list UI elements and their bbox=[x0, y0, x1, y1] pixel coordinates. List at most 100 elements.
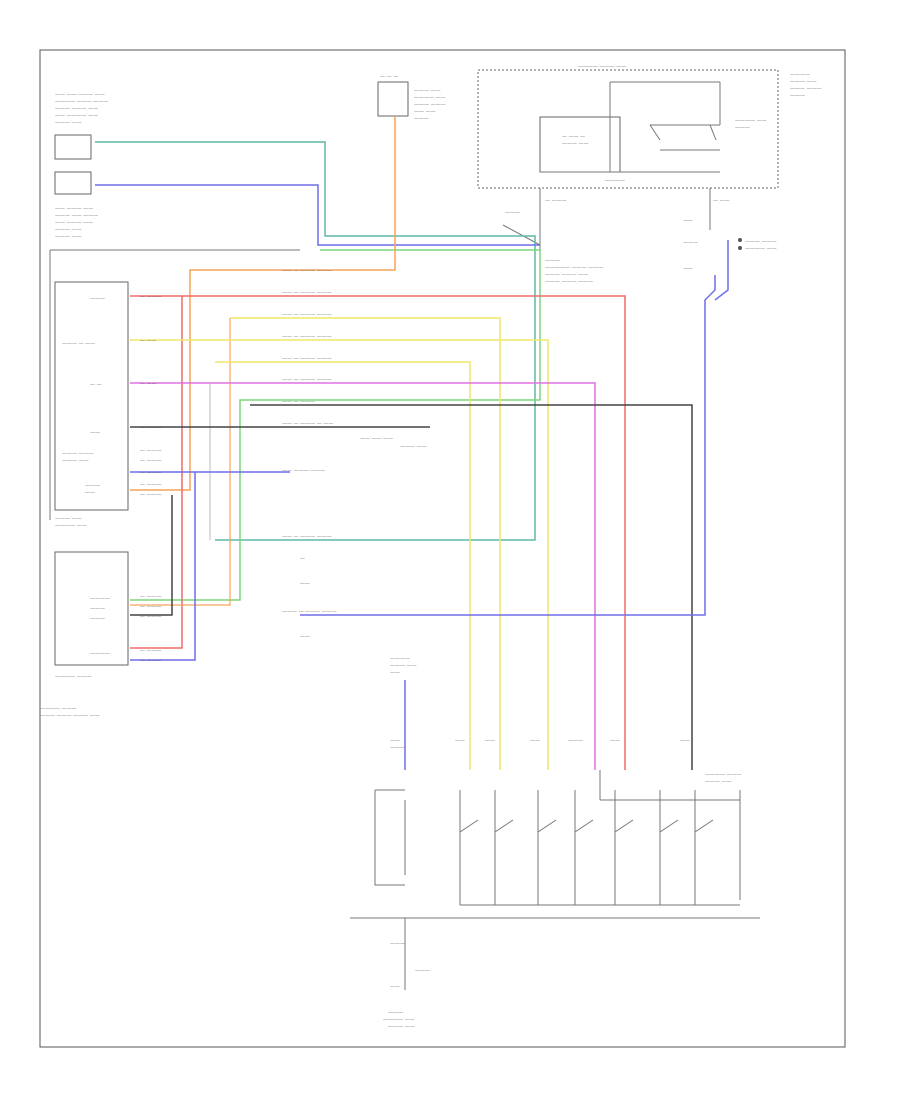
wire-blue-short bbox=[714, 240, 729, 301]
svg-text:— ——: — —— bbox=[713, 198, 730, 204]
power-seat-control-module: ——— ——— — —— — — —— ——— ——— ——— —— ——— —… bbox=[54, 281, 129, 529]
svg-text:—— — ——— ———: —— — ——— ——— bbox=[282, 312, 332, 318]
svg-text:——: —— bbox=[390, 670, 400, 676]
svg-text:—— — ——— ———: —— — ——— ——— bbox=[282, 334, 332, 340]
right-connector-top: — —— —— ——— ——— ——— ———— —— —— bbox=[683, 188, 777, 272]
svg-text:——: —— bbox=[485, 738, 495, 744]
svg-text:— ———: — ——— bbox=[140, 492, 162, 498]
svg-text:—— ——— ——: —— ——— —— bbox=[55, 220, 93, 226]
svg-text:——: —— bbox=[455, 738, 465, 744]
wire-yellow-3 bbox=[215, 361, 471, 770]
smart-junction-box: ———— ——— —— — —— — ——— —— ———— —— ——— ——… bbox=[477, 64, 822, 189]
svg-text:————: ———— bbox=[90, 651, 110, 657]
svg-text:——— ——: ——— —— bbox=[705, 779, 732, 785]
power-seat-switch: —— ——— —— —— —— ——— —— —— ———— ——— ——— —… bbox=[374, 738, 742, 906]
svg-text:——— ——— ——— ——: ——— ——— ——— —— bbox=[40, 713, 100, 719]
svg-text:————: ———— bbox=[390, 656, 410, 662]
svg-text:——— ——: ——— —— bbox=[55, 120, 82, 126]
wire-orange-2 bbox=[130, 318, 231, 606]
svg-text:—— — ——— ———: —— — ——— ——— bbox=[282, 377, 332, 383]
svg-text:— — —: — — — bbox=[380, 74, 398, 80]
svg-text:——— ——: ——— —— bbox=[400, 444, 427, 450]
svg-text:———: ——— bbox=[545, 258, 560, 264]
svg-text:———— ———: ———— ——— bbox=[40, 706, 77, 712]
wire-yellow-2 bbox=[130, 339, 549, 770]
svg-text:——: —— bbox=[680, 738, 690, 744]
svg-text:———— ———: ———— ——— bbox=[705, 772, 742, 778]
svg-text:——— ——— ——: ——— ——— —— bbox=[55, 106, 98, 112]
wire-black bbox=[250, 404, 693, 770]
wire-blue-lower-2 bbox=[130, 472, 196, 661]
wire-blue-right bbox=[300, 275, 716, 616]
svg-text:—— — ——— ———: —— — ——— ——— bbox=[282, 534, 332, 540]
svg-text:———— ——: ———— —— bbox=[414, 95, 446, 101]
svg-text:—— — ——— ———: —— — ——— ——— bbox=[282, 290, 332, 296]
ground-bottom: ——— ——— —— ——— ———— —— ——— —— bbox=[350, 917, 760, 1030]
svg-text:—— —— ——— ——: —— —— ——— —— bbox=[55, 92, 105, 98]
svg-text:———: ——— bbox=[505, 210, 520, 216]
svg-text:— —— —: — —— — bbox=[562, 134, 585, 140]
wire-orange bbox=[130, 116, 396, 491]
svg-text:———: ——— bbox=[568, 738, 583, 744]
svg-text:————— ——— ———: ————— ——— ——— bbox=[545, 265, 603, 271]
svg-text:—— — ——— ———: —— — ——— ——— bbox=[282, 268, 332, 274]
svg-text:———: ——— bbox=[415, 968, 430, 974]
svg-text:— ———: — ——— bbox=[140, 594, 162, 600]
seat-module: ———— ——— ——— ———— ———— ——— ———— ——— ——— … bbox=[40, 551, 129, 719]
svg-text:——— ———: ——— ——— bbox=[62, 451, 94, 457]
svg-text:———: ——— bbox=[683, 240, 698, 246]
svg-text:— ———: — ——— bbox=[140, 448, 162, 454]
svg-text:———: ——— bbox=[790, 93, 805, 99]
top-left-module-1: —— —— ——— —— ———— ——— ——— ——— ——— —— —— … bbox=[54, 92, 108, 160]
svg-text:———: ——— bbox=[735, 125, 750, 131]
svg-text:——— ——: ——— —— bbox=[390, 663, 417, 669]
svg-text:———: ——— bbox=[390, 941, 405, 947]
svg-text:——: —— bbox=[300, 634, 310, 640]
svg-text:——— ——: ——— —— bbox=[55, 227, 82, 233]
svg-text:———— ——: ———— —— bbox=[735, 118, 767, 124]
svg-text:—— —— ——: —— —— —— bbox=[360, 436, 393, 442]
svg-text:——— ——: ——— —— bbox=[790, 79, 817, 85]
svg-text:——— ——: ——— —— bbox=[388, 1024, 415, 1030]
svg-text:——: —— bbox=[90, 430, 100, 436]
wire-green bbox=[130, 249, 541, 601]
svg-text:——— ——: ——— —— bbox=[55, 234, 82, 240]
svg-text:————: ———— bbox=[605, 178, 625, 184]
wire-blue-top bbox=[95, 184, 540, 246]
wire-red bbox=[130, 295, 626, 770]
wire-red-2 bbox=[130, 296, 183, 649]
svg-text:— ———: — ——— bbox=[140, 614, 162, 620]
svg-text:———— ——: ———— —— bbox=[383, 1017, 415, 1023]
ground-symbol-mid: ———— ——— —— —— bbox=[390, 656, 417, 676]
svg-text:— ———: — ——— bbox=[140, 425, 162, 431]
mid-junction: — ——— ——— ——— ————— ——— ——— ——— ——— —— —… bbox=[502, 188, 603, 285]
svg-text:—— — ———: —— — ——— bbox=[282, 399, 315, 405]
svg-text:— —: — — bbox=[90, 382, 102, 388]
svg-text:——— ——— ———: ——— ——— ——— bbox=[545, 279, 593, 285]
svg-text:—— ——— ——: —— ——— —— bbox=[55, 206, 93, 212]
svg-text:——— ———: ——— ——— bbox=[414, 102, 446, 108]
svg-text:—— ——— ———: —— ——— ——— bbox=[282, 468, 325, 474]
svg-text:———: ——— bbox=[388, 1010, 403, 1016]
svg-text:——— ———: ——— ——— bbox=[790, 86, 822, 92]
svg-text:———: ——— bbox=[414, 116, 429, 122]
svg-text:——: —— bbox=[300, 581, 310, 587]
wire-teal bbox=[95, 141, 536, 541]
svg-text:— ———: — ——— bbox=[140, 604, 162, 610]
svg-text:——: —— bbox=[683, 266, 693, 272]
svg-text:—— ———— ——: —— ———— —— bbox=[55, 113, 98, 119]
svg-text:— ———: — ——— bbox=[140, 482, 162, 488]
svg-text:—: — bbox=[300, 556, 305, 562]
svg-text:————: ———— bbox=[790, 72, 810, 78]
wire-yellow-1 bbox=[230, 317, 501, 770]
svg-text:— ———: — ——— bbox=[140, 470, 162, 476]
svg-text:————: ———— bbox=[90, 596, 110, 602]
svg-text:— ——: — —— bbox=[140, 338, 157, 344]
svg-text:———— ——: ———— —— bbox=[55, 523, 87, 529]
svg-text:— ———: — ——— bbox=[545, 198, 567, 204]
svg-text:— ———: — ——— bbox=[140, 294, 162, 300]
svg-text:——— ——: ——— —— bbox=[62, 458, 89, 464]
svg-text:———: ——— bbox=[85, 483, 100, 489]
svg-text:———: ——— bbox=[390, 745, 405, 751]
svg-text:— ———: — ——— bbox=[140, 658, 162, 664]
